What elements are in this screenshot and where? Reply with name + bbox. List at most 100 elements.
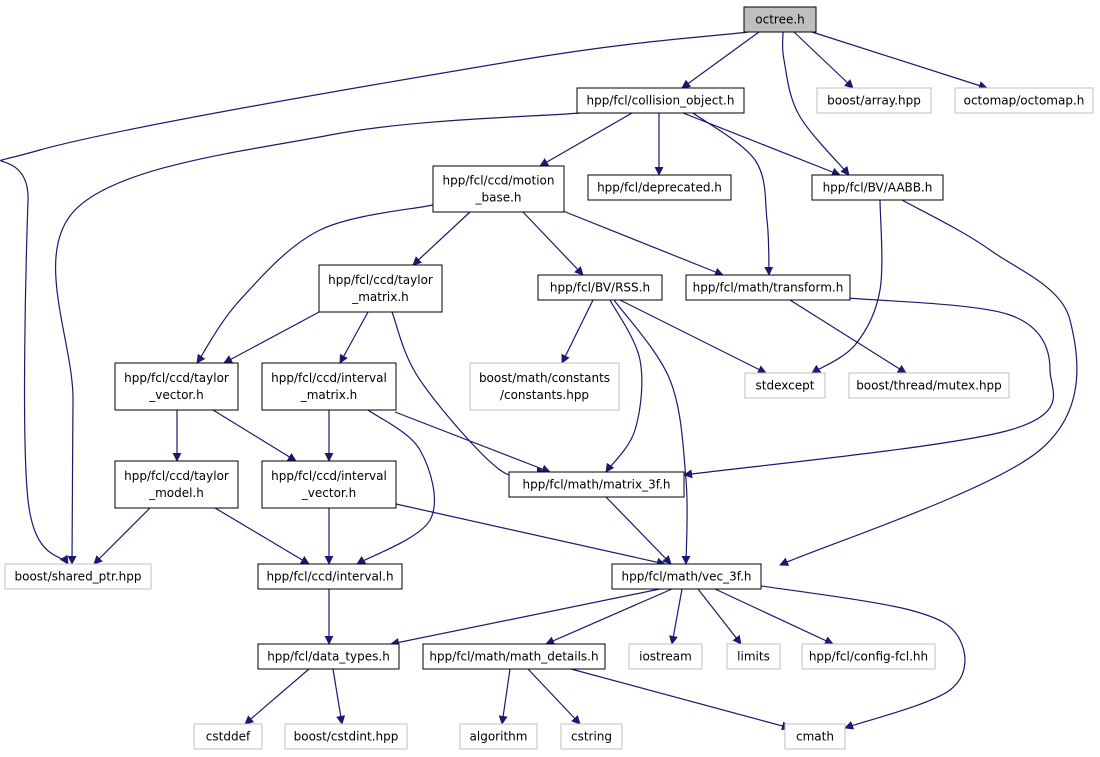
node-label: boost/thread/mutex.hpp: [856, 379, 1002, 393]
node-deprecated[interactable]: hpp/fcl/deprecated.h: [587, 174, 732, 201]
node-label: cstring: [571, 730, 612, 744]
node-box: [261, 362, 397, 411]
node-box: [811, 174, 944, 201]
node-label: boost/math/constants: [479, 371, 610, 385]
node-box: [114, 362, 239, 411]
node-label: hpp/fcl/collision_object.h: [587, 94, 735, 108]
node-config_fcl: hpp/fcl/config-fcl.hh: [801, 643, 936, 670]
edge-data_types-to-cstddef: [244, 668, 310, 725]
node-box: [318, 264, 443, 313]
node-box: [576, 87, 745, 114]
node-cstdint: boost/cstdint.hpp: [284, 723, 408, 750]
edge-taylor_vector-to-interval_vector: [212, 409, 297, 462]
edge-aabb-to-vec_3f: [779, 199, 1078, 566]
node-label: hpp/fcl/ccd/taylor: [328, 273, 433, 287]
node-shared_ptr: boost/shared_ptr.hpp: [4, 563, 152, 590]
edge-interval_matrix-to-interval: [356, 409, 435, 565]
node-label: hpp/fcl/BV/RSS.h: [550, 281, 650, 295]
node-box: [432, 165, 565, 213]
node-label: boost/cstdint.hpp: [294, 730, 399, 744]
node-box: [508, 471, 685, 498]
edge-rss-to-matrix_3f: [605, 299, 643, 473]
edge-motion_base-to-taylor_vector: [196, 204, 434, 364]
node-vec_3f[interactable]: hpp/fcl/math/vec_3f.h: [611, 563, 762, 590]
edge-octree-to-aabb: [781, 31, 850, 176]
edge-rss-to-stdexcept: [619, 299, 767, 374]
node-box: [261, 460, 397, 509]
node-box: [744, 372, 826, 399]
node-box: [459, 723, 538, 750]
node-taylor_matrix[interactable]: hpp/fcl/ccd/taylor_matrix.h: [318, 264, 443, 313]
edge-interval_vector-to-vec_3f: [395, 503, 666, 567]
node-label: _vector.h: [301, 486, 356, 500]
node-octree[interactable]: octree.h: [743, 6, 817, 33]
node-interval[interactable]: hpp/fcl/ccd/interval.h: [257, 563, 403, 590]
node-label: octree.h: [755, 13, 805, 27]
node-label: hpp/fcl/ccd/taylor: [124, 469, 229, 483]
node-label: hpp/fcl/ccd/motion: [443, 174, 555, 188]
node-motion_base[interactable]: hpp/fcl/ccd/motion _base.h: [432, 165, 565, 213]
edge-vec_3f-to-data_types: [390, 588, 661, 647]
node-box: [726, 643, 781, 670]
nodes-layer: octree.h hpp/fcl/collision_object.h boost/…: [4, 6, 1094, 750]
node-rss[interactable]: hpp/fcl/BV/RSS.h: [537, 274, 663, 301]
edges-layer: [0, 31, 1078, 731]
node-boost_constants: boost/math/constants/constants.hpp: [469, 362, 620, 411]
node-data_types[interactable]: hpp/fcl/data_types.h: [257, 643, 400, 670]
node-cstring: cstring: [560, 723, 623, 750]
edge-collision_object-to-motion_base: [539, 112, 633, 167]
node-interval_vector[interactable]: hpp/fcl/ccd/interval _vector.h: [261, 460, 397, 509]
node-label: cmath: [796, 730, 834, 744]
node-label: _base.h: [474, 191, 521, 205]
node-label: _vector.h: [148, 388, 203, 402]
edge-taylor_model-to-shared_ptr: [93, 507, 151, 565]
edge-vec_3f-to-iostream: [669, 588, 683, 645]
node-label: hpp/fcl/ccd/interval.h: [266, 570, 393, 584]
node-label: hpp/fcl/BV/AABB.h: [823, 181, 933, 195]
node-box: [537, 274, 663, 301]
node-label: _model.h: [148, 486, 204, 500]
edge-motion_base-to-rss: [522, 211, 584, 276]
node-box: [560, 723, 623, 750]
node-transform[interactable]: hpp/fcl/math/transform.h: [685, 274, 851, 301]
node-box: [848, 372, 1010, 399]
edge-octree-to-shared_ptr: [0, 31, 749, 565]
node-collision_object[interactable]: hpp/fcl/collision_object.h: [576, 87, 745, 114]
node-label: hpp/fcl/math/transform.h: [693, 281, 844, 295]
edge-vec_3f-to-limits: [697, 588, 742, 645]
node-aabb[interactable]: hpp/fcl/BV/AABB.h: [811, 174, 944, 201]
node-interval_matrix[interactable]: hpp/fcl/ccd/interval_matrix.h: [261, 362, 397, 411]
edge-vec_3f-to-math_details: [545, 588, 673, 645]
node-box: [954, 87, 1094, 114]
edge-octree-to-boost_array: [793, 31, 854, 89]
node-box: [257, 563, 403, 590]
node-algorithm: algorithm: [459, 723, 538, 750]
edge-collision_object-to-transform: [692, 112, 774, 276]
node-label: hpp/fcl/ccd/interval: [271, 371, 387, 385]
node-box: [816, 87, 932, 114]
edge-taylor_matrix-to-taylor_vector: [223, 310, 322, 364]
node-label: hpp/fcl/config-fcl.hh: [809, 650, 928, 664]
node-limits: limits: [726, 643, 781, 670]
node-box: [422, 643, 606, 670]
node-math_details[interactable]: hpp/fcl/math/math_details.h: [422, 643, 606, 670]
node-taylor_model[interactable]: hpp/fcl/ccd/taylor _model.h: [114, 460, 239, 509]
edge-taylor_model-to-interval: [214, 507, 310, 565]
node-boost_mutex: boost/thread/mutex.hpp: [848, 372, 1010, 399]
edge-octree-to-collision_object: [681, 31, 760, 89]
node-iostream: iostream: [628, 643, 703, 670]
node-box: [469, 362, 620, 411]
edge-octree-to-octomap: [811, 31, 988, 90]
node-label: hpp/fcl/math/matrix_3f.h: [522, 478, 670, 492]
node-label: hpp/fcl/ccd/interval: [271, 469, 387, 483]
node-octomap: octomap/octomap.h: [954, 87, 1094, 114]
edge-vec_3f-to-cmath: [754, 584, 966, 730]
node-matrix_3f[interactable]: hpp/fcl/math/matrix_3f.h: [508, 471, 685, 498]
node-box: [193, 723, 263, 750]
node-taylor_vector[interactable]: hpp/fcl/ccd/taylor_vector.h: [114, 362, 239, 411]
node-box: [801, 643, 936, 670]
edge-taylor_matrix-to-interval_matrix: [339, 311, 369, 364]
node-box: [114, 460, 239, 509]
node-box: [628, 643, 703, 670]
node-label: hpp/fcl/data_types.h: [267, 650, 390, 664]
